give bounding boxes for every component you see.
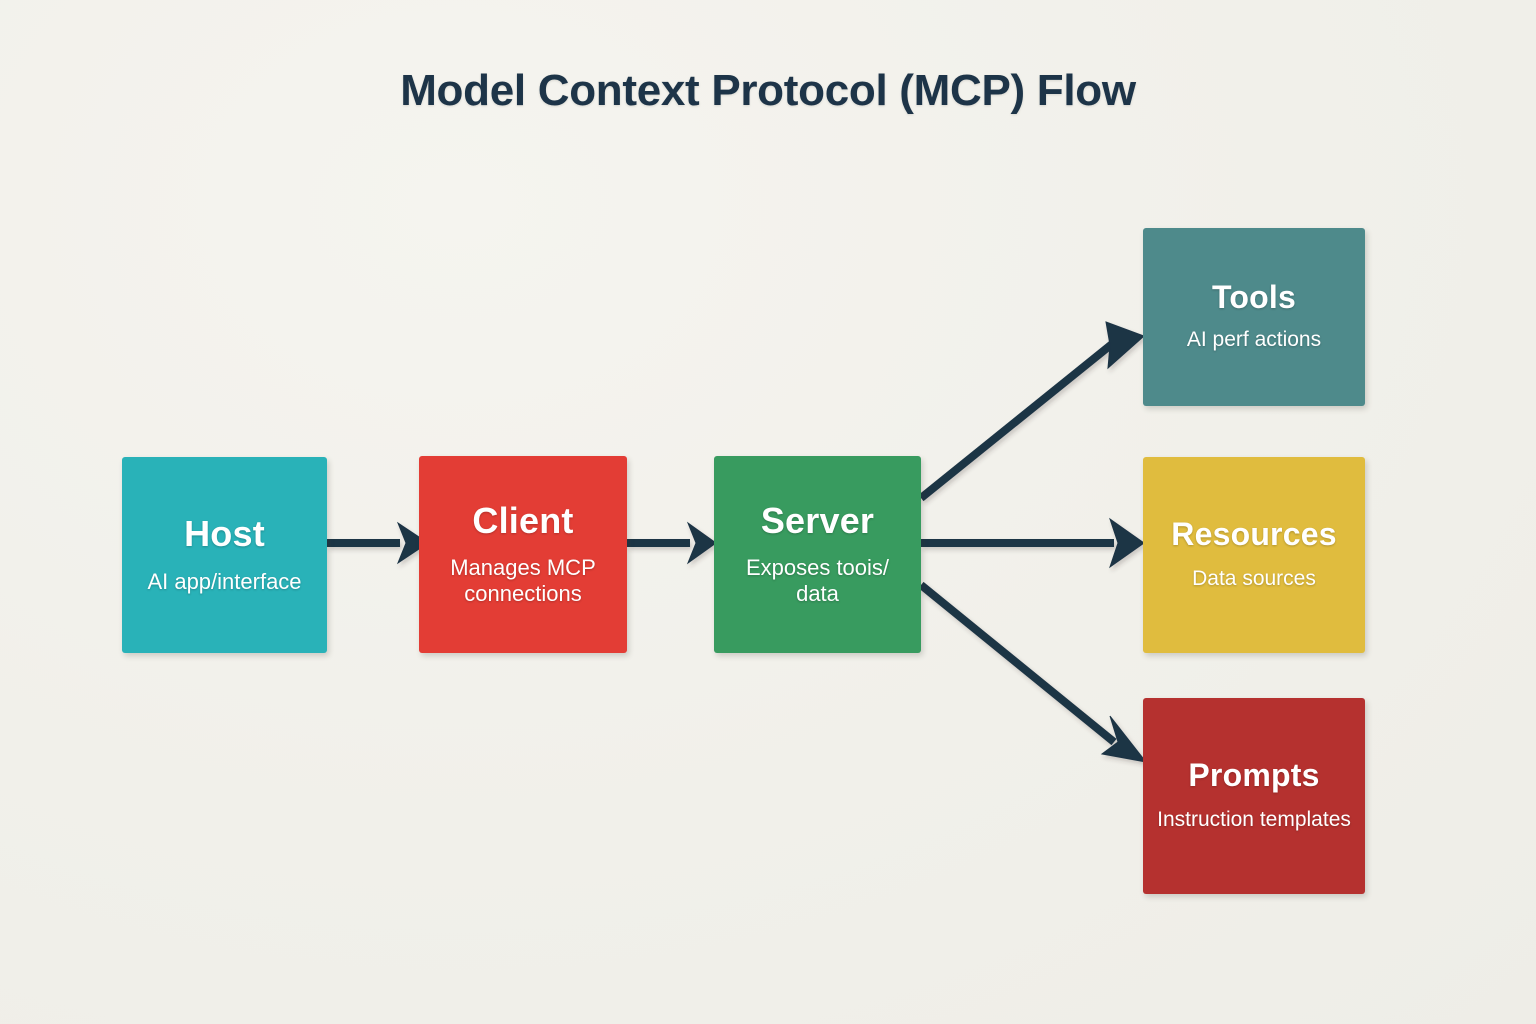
node-client[interactable]: Client Manages MCP connections bbox=[419, 456, 627, 653]
node-server-subtitle: Exposes toois/ data bbox=[745, 555, 890, 607]
node-resources[interactable]: Resources Data sources bbox=[1143, 457, 1365, 653]
node-tools-title: Tools bbox=[1212, 278, 1296, 315]
node-tools-subtitle: AI perf actions bbox=[1186, 328, 1322, 352]
node-prompts-subtitle: Instruction templates bbox=[1157, 808, 1351, 832]
node-resources-title: Resources bbox=[1171, 515, 1337, 552]
node-server[interactable]: Server Exposes toois/ data bbox=[714, 456, 921, 653]
node-host[interactable]: Host AI app/interface bbox=[122, 457, 327, 653]
arrow-client-to-server bbox=[627, 521, 717, 565]
node-host-title: Host bbox=[184, 513, 265, 555]
node-prompts[interactable]: Prompts Instruction templates bbox=[1143, 698, 1365, 894]
node-client-title: Client bbox=[472, 499, 574, 541]
arrow-server-to-prompts bbox=[918, 581, 1148, 763]
node-tools[interactable]: Tools AI perf actions bbox=[1143, 228, 1365, 406]
node-resources-subtitle: Data sources bbox=[1192, 567, 1316, 591]
node-host-subtitle: AI app/interface bbox=[147, 568, 302, 594]
arrow-host-to-client bbox=[327, 521, 429, 565]
arrow-server-to-tools bbox=[918, 321, 1145, 502]
arrow-server-to-resources bbox=[921, 517, 1145, 569]
page-title: Model Context Protocol (MCP) Flow bbox=[400, 66, 1136, 115]
node-client-subtitle: Manages MCP connections bbox=[450, 555, 596, 607]
node-prompts-title: Prompts bbox=[1188, 756, 1320, 793]
node-server-title: Server bbox=[760, 499, 875, 541]
